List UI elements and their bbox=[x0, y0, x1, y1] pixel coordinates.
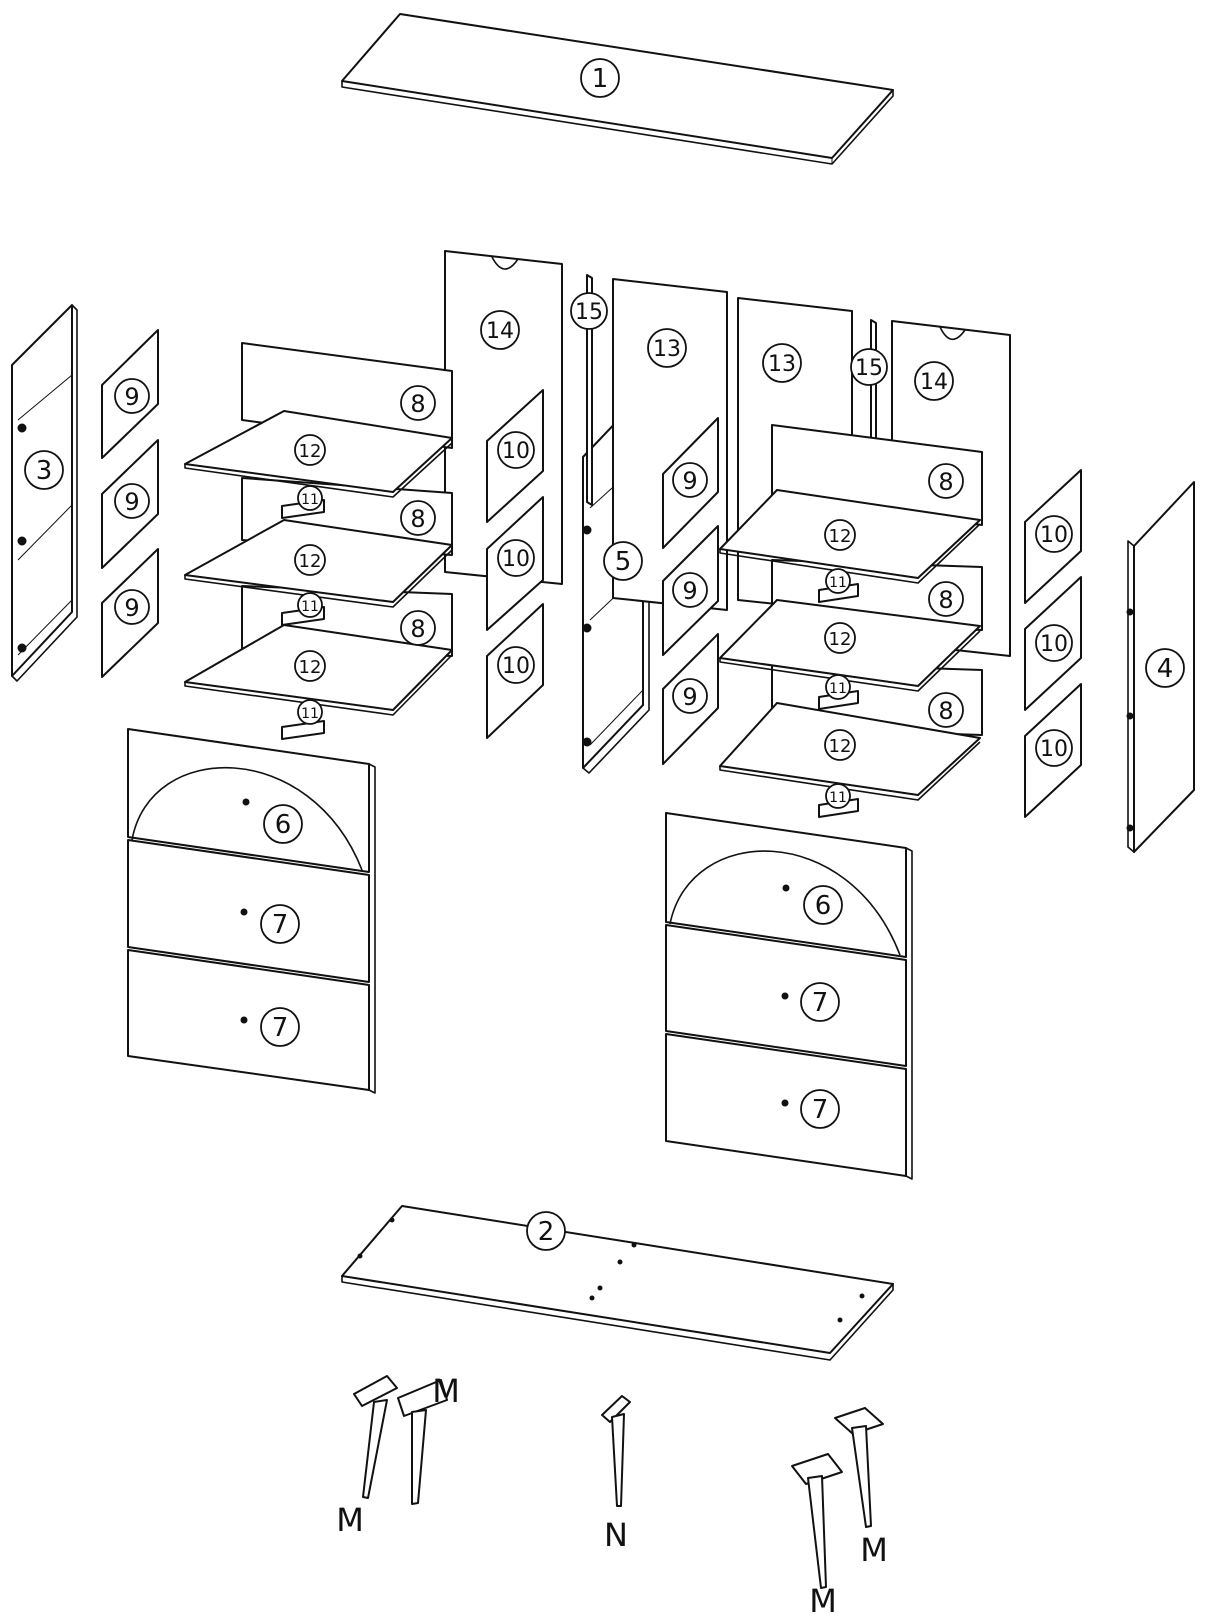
callout-part-12-left-3: 12 bbox=[299, 657, 322, 678]
callout-part-14-left: 14 bbox=[486, 319, 514, 344]
callout-part-8-right-1: 8 bbox=[938, 468, 953, 496]
back-panel-14-left bbox=[444, 250, 563, 585]
callout-part-9-center-3: 9 bbox=[682, 683, 697, 711]
leg-m-front-right bbox=[791, 1453, 843, 1589]
callout-part-8-left-1: 8 bbox=[410, 390, 425, 418]
callout-part-8-left-2: 8 bbox=[410, 505, 425, 533]
callout-part-9-left-3: 9 bbox=[124, 594, 139, 622]
callout-part-15-right: 15 bbox=[855, 356, 883, 381]
callout-part-11-left-3: 11 bbox=[301, 706, 319, 722]
leg-m-back-left bbox=[397, 1379, 448, 1505]
callout-part-13-left: 13 bbox=[653, 337, 681, 362]
callout-part-14-right: 14 bbox=[920, 370, 948, 395]
rail-15-left bbox=[586, 274, 593, 506]
leg-m-back-right bbox=[834, 1407, 884, 1528]
callout-part-10-left-3: 10 bbox=[502, 654, 530, 679]
leg-label-m-2: M bbox=[336, 1501, 364, 1539]
callout-part-2: 2 bbox=[538, 1217, 555, 1247]
callout-part-8-right-2: 8 bbox=[938, 586, 953, 614]
callout-part-10-right-1: 10 bbox=[1040, 523, 1068, 548]
callout-part-9-left-1: 9 bbox=[124, 383, 139, 411]
callout-part-8-left-3: 8 bbox=[410, 615, 425, 643]
callout-part-6-right: 6 bbox=[815, 891, 832, 921]
callout-part-11-left-2: 11 bbox=[301, 599, 319, 615]
part-callouts: 1 2 3 4 5 6 6 7 7 7 7 8 8 8 8 8 8 9 bbox=[24, 58, 1185, 1251]
callout-part-7-right-lower: 7 bbox=[812, 1095, 829, 1125]
callout-part-12-right-3: 12 bbox=[829, 736, 852, 757]
callout-part-9-center-1: 9 bbox=[682, 467, 697, 495]
leg-n-center bbox=[601, 1395, 631, 1507]
callout-part-11-right-1: 11 bbox=[829, 575, 847, 591]
drawer-fronts-left bbox=[127, 728, 376, 1094]
callout-part-12-left-2: 12 bbox=[299, 551, 322, 572]
leg-label-m-3: M bbox=[860, 1531, 888, 1569]
callout-part-12-right-1: 12 bbox=[829, 526, 852, 547]
callout-part-12-left-1: 12 bbox=[299, 441, 322, 462]
callout-part-13-right: 13 bbox=[768, 352, 796, 377]
drawer-fronts-right bbox=[665, 812, 913, 1180]
callout-part-3: 3 bbox=[36, 456, 53, 486]
panel-3-left-side bbox=[11, 304, 78, 682]
callout-part-10-left-2: 10 bbox=[502, 547, 530, 572]
callout-part-6-left: 6 bbox=[275, 810, 292, 840]
callout-part-7-right-upper: 7 bbox=[812, 988, 829, 1018]
leg-label-m-4: M bbox=[809, 1582, 837, 1618]
leg-labels: M M N M M bbox=[336, 1372, 888, 1618]
callout-part-11-right-3: 11 bbox=[829, 790, 847, 806]
leg-label-m-1: M bbox=[432, 1372, 460, 1410]
callout-part-11-left-1: 11 bbox=[301, 492, 319, 508]
callout-part-4: 4 bbox=[1157, 654, 1174, 684]
callout-part-11-right-2: 11 bbox=[829, 681, 847, 697]
leg-label-n: N bbox=[604, 1516, 628, 1554]
callout-part-9-center-2: 9 bbox=[682, 577, 697, 605]
callout-part-15-left: 15 bbox=[575, 300, 603, 325]
callout-part-5: 5 bbox=[615, 547, 632, 577]
callout-part-7-left-upper: 7 bbox=[272, 910, 289, 940]
callout-part-12-right-2: 12 bbox=[829, 629, 852, 650]
leg-m-front-left bbox=[353, 1375, 398, 1499]
panel-1-top bbox=[341, 13, 894, 165]
callout-part-1: 1 bbox=[592, 64, 609, 94]
callout-part-10-right-2: 10 bbox=[1040, 632, 1068, 657]
panel-2-bottom bbox=[341, 1205, 894, 1361]
callout-part-7-left-lower: 7 bbox=[272, 1013, 289, 1043]
callout-part-10-right-3: 10 bbox=[1040, 737, 1068, 762]
back-panel-13-left bbox=[612, 278, 728, 611]
callout-part-9-left-2: 9 bbox=[124, 488, 139, 516]
callout-part-10-left-1: 10 bbox=[502, 439, 530, 464]
callout-part-8-right-3: 8 bbox=[938, 697, 953, 725]
